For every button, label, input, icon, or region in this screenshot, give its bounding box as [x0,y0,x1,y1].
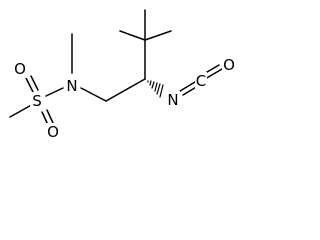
bond-ch2-ch [105,78,146,102]
bond-ch-n-hashed-wedge [147,80,164,98]
bond-cquat-methyl-left [119,30,146,41]
atom-sulfur: S [30,92,44,110]
chemical-structure: S O O N N C O [9,9,236,141]
bond-c-o-iso-1 [204,68,223,80]
svg-text:C: C [196,72,206,90]
bond-s-n [45,87,64,97]
bond-s-o-top-2 [30,75,39,91]
bond-s-o-top-1 [25,77,34,93]
bond-n-c-iso-2 [179,81,196,92]
bond-s-o-bottom-1 [41,111,49,126]
svg-text:S: S [32,92,42,110]
svg-text:N: N [167,91,178,109]
atom-carbon-isocyanate: C [195,72,207,90]
svg-text:N: N [66,77,77,95]
atom-nitrogen-amide: N [65,77,79,95]
svg-text:O: O [223,56,235,74]
bond-n-ch2 [80,87,107,102]
svg-text:O: O [14,60,26,78]
atom-oxygen-bottom: O [46,123,60,141]
bond-s-o-bottom-2 [46,109,54,124]
atom-nitrogen-isocyanate: N [166,91,180,109]
svg-text:O: O [47,123,59,141]
atom-oxygen-top: O [13,60,27,78]
atom-oxygen-isocyanate: O [222,56,236,74]
bond-cquat-methyl-right [144,30,172,41]
